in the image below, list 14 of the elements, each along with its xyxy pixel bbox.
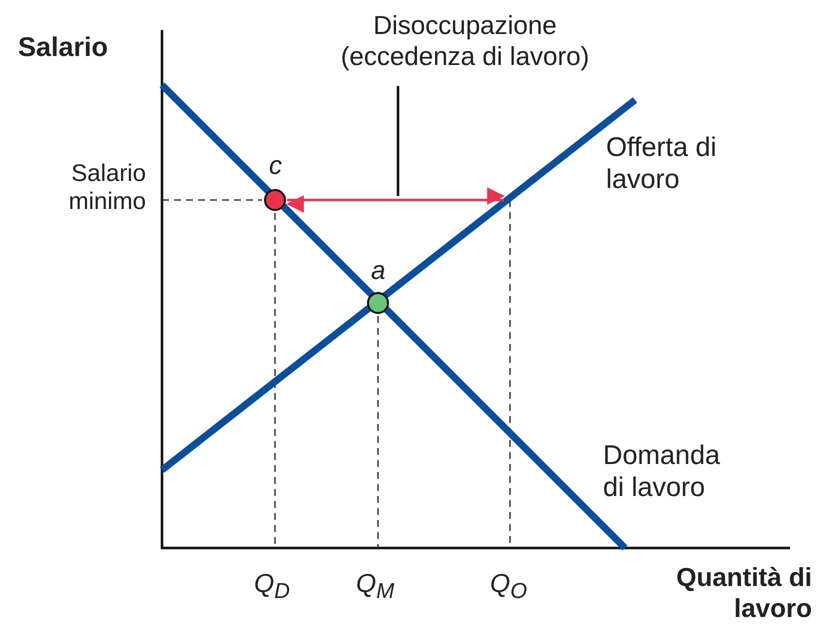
axis-label: Q$_{O}$ xyxy=(490,568,528,604)
point-label: c xyxy=(269,152,282,178)
axis-label: Salario minimo xyxy=(68,160,146,217)
axis-label: Quantità di lavoro xyxy=(675,562,812,624)
arrow xyxy=(286,187,505,213)
axis-label: Domanda di lavoro xyxy=(603,440,722,504)
point-label: a xyxy=(371,257,386,283)
axis-label: Q$_{M}$ xyxy=(356,568,394,604)
axis-label: Salario xyxy=(18,32,108,64)
annotation-text: Disoccupazione (eccedenza di lavoro) xyxy=(320,10,610,72)
leader-line xyxy=(396,86,400,196)
axis-label: Q$_{D}$ xyxy=(254,568,290,604)
point-marker xyxy=(264,189,286,211)
axis-label: Offerta di lavoro xyxy=(606,132,718,196)
